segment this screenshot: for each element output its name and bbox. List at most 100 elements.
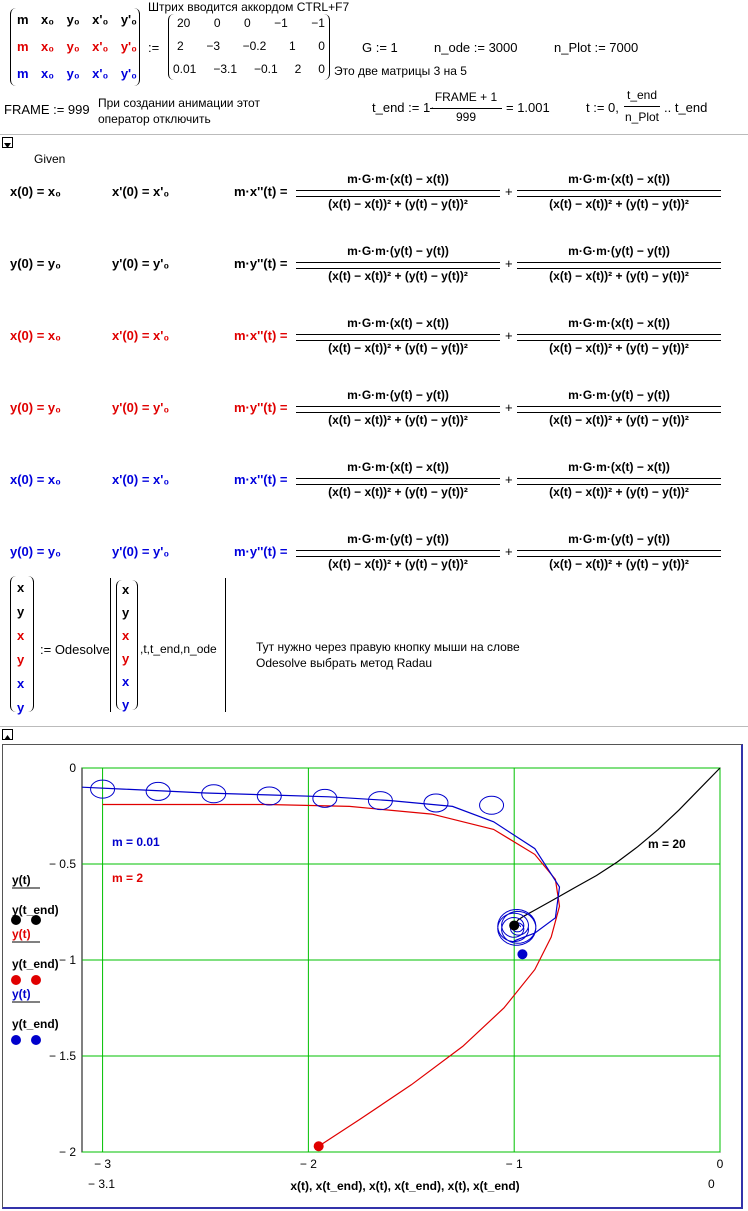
plus-sign: +: [505, 472, 513, 487]
odesolve-bracket: [110, 578, 226, 712]
trajectory-blue-loops: [90, 779, 505, 815]
plus-sign: +: [505, 328, 513, 343]
legend-marker-black: [31, 915, 41, 925]
result-vector-cell: x: [17, 580, 25, 595]
y-tick-label: − 0.5: [49, 857, 76, 871]
rhs-cell: −3.1: [213, 62, 238, 76]
function-vector-cell: y: [122, 651, 130, 666]
term-1-fraction-bar: [296, 478, 500, 479]
tend-lhs: t_end := 1·: [372, 100, 435, 115]
animation-note-2: оператор отключить: [98, 112, 211, 126]
term-2-denominator: (x(t) − x(t))² + (y(t) − y(t))²: [517, 340, 721, 355]
legend-marker-red: [31, 975, 41, 985]
legend-label: y(t_end): [12, 903, 59, 917]
radau-note-1: Тут нужно через правую кнопку мыши на сл…: [256, 640, 520, 654]
rhs-cell: −3: [206, 39, 220, 53]
initial-condition-position: y(0) = y₀: [10, 544, 62, 559]
result-vector-cell: y: [17, 652, 25, 667]
odesolve-args: ,t,t_end,n_ode: [140, 642, 217, 656]
trajectory-blue-spiral: [497, 908, 537, 946]
lhs-cell: x'₀: [92, 12, 109, 27]
rhs-cell: −1: [311, 16, 325, 30]
lhs-cell: m: [17, 66, 29, 81]
trajectory-black: [513, 767, 721, 926]
term-1-numerator: m·G·m·(x(t) − x(t)): [347, 316, 449, 330]
lhs-cell: y₀: [66, 39, 80, 54]
animation-note-1: При создании анимации этот: [98, 96, 260, 110]
region-expand-toggle[interactable]: [2, 729, 13, 740]
term-1-denominator: (x(t) − x(t))² + (y(t) − y(t))²: [296, 268, 500, 283]
tend-denominator: 999: [455, 110, 477, 124]
initial-condition-velocity: y'(0) = y'₀: [112, 256, 170, 271]
result-vector-cell: y: [17, 604, 25, 619]
initial-condition-position: y(0) = y₀: [10, 256, 62, 271]
x-min-label: − 3.1: [88, 1177, 115, 1191]
result-vector-cell: x: [17, 628, 25, 643]
plot-frame[interactable]: [2, 744, 743, 1209]
region-collapse-toggle[interactable]: [2, 137, 13, 148]
rhs-cell: −0.1: [253, 62, 278, 76]
lhs-cell: y₀: [66, 12, 80, 27]
lhs-cell: y₀: [66, 66, 80, 81]
function-vector: [116, 580, 138, 710]
initial-condition-velocity: x'(0) = x'₀: [112, 328, 170, 343]
lhs-cell: x₀: [41, 39, 55, 54]
rhs-cell: 2: [177, 39, 184, 53]
rhs-cell: 20: [177, 16, 191, 30]
matrices-note: Это две матрицы 3 на 5: [334, 64, 467, 78]
ctrl-note: Штрих вводится аккордом CTRL+F7: [148, 0, 350, 14]
term-1-fraction-bar: [296, 262, 500, 263]
legend-label: y(t): [12, 987, 31, 1001]
legend-label: y(t): [12, 873, 31, 887]
term-2-numerator: m·G·m·(y(t) − y(t)): [568, 388, 670, 402]
term-2-denominator: (x(t) − x(t))² + (y(t) − y(t))²: [517, 268, 721, 283]
term-1-numerator: m·G·m·(y(t) − y(t)): [347, 244, 449, 258]
initial-condition-velocity: y'(0) = y'₀: [112, 400, 170, 415]
term-1-denominator: (x(t) − x(t))² + (y(t) − y(t))²: [296, 484, 500, 499]
annotation-blue: m = 0.01: [112, 835, 160, 849]
initial-condition-velocity: y'(0) = y'₀: [112, 544, 170, 559]
initial-condition-velocity: x'(0) = x'₀: [112, 184, 170, 199]
rhs-cell: 1: [288, 39, 296, 53]
x-tick-label: − 3: [94, 1157, 111, 1171]
initial-condition-position: x(0) = x₀: [10, 472, 62, 487]
odesolve-call[interactable]: := Odesolve: [40, 642, 110, 657]
lhs-cell: m: [17, 12, 29, 27]
rhs-cell: 2: [294, 62, 302, 76]
t-denominator: n_Plot: [624, 110, 660, 124]
term-1-fraction-bar: [296, 406, 500, 407]
tend-numerator: FRAME + 1: [434, 90, 498, 104]
term-1-denominator: (x(t) − x(t))² + (y(t) − y(t))²: [296, 196, 500, 211]
rhs-cell: 0.01: [173, 62, 197, 76]
triangle-down-icon: [4, 143, 11, 148]
term-2-fraction-bar: [517, 262, 721, 263]
function-vector-cell: x: [122, 628, 130, 643]
term-2-numerator: m·G·m·(x(t) − x(t)): [568, 316, 670, 330]
t-fraction-bar: [624, 106, 660, 107]
initial-condition-position: y(0) = y₀: [10, 400, 62, 415]
lhs-cell: y'₀: [120, 66, 137, 81]
frame-definition: FRAME := 999: [4, 102, 90, 117]
rhs-cell: 0: [213, 16, 221, 30]
y-tick-label: − 1.5: [49, 1049, 76, 1063]
plus-sign: +: [505, 184, 513, 199]
term-1-numerator: m·G·m·(y(t) − y(t)): [347, 532, 449, 546]
term-1-numerator: m·G·m·(x(t) − x(t)): [347, 172, 449, 186]
function-vector-cell: y: [122, 697, 130, 712]
equation-lhs: m·y''(t) =: [234, 256, 288, 271]
term-1-denominator: (x(t) − x(t))² + (y(t) − y(t))²: [296, 412, 500, 427]
term-2-fraction-bar: [517, 478, 721, 479]
x-axis-label: x(t), x(t_end), x(t), x(t_end), x(t), x(…: [290, 1179, 519, 1193]
equation-lhs: m·y''(t) =: [234, 544, 288, 559]
equation-lhs: m·y''(t) =: [234, 400, 288, 415]
initial-condition-position: x(0) = x₀: [10, 184, 62, 199]
result-vector-cell: y: [17, 700, 25, 715]
term-1-fraction-bar: [296, 190, 500, 191]
term-1-numerator: m·G·m·(y(t) − y(t)): [347, 388, 449, 402]
plus-sign: +: [505, 400, 513, 415]
legend-label: y(t_end): [12, 1017, 59, 1031]
lhs-cell: x₀: [41, 12, 55, 27]
tend-value: = 1.001: [506, 100, 550, 115]
